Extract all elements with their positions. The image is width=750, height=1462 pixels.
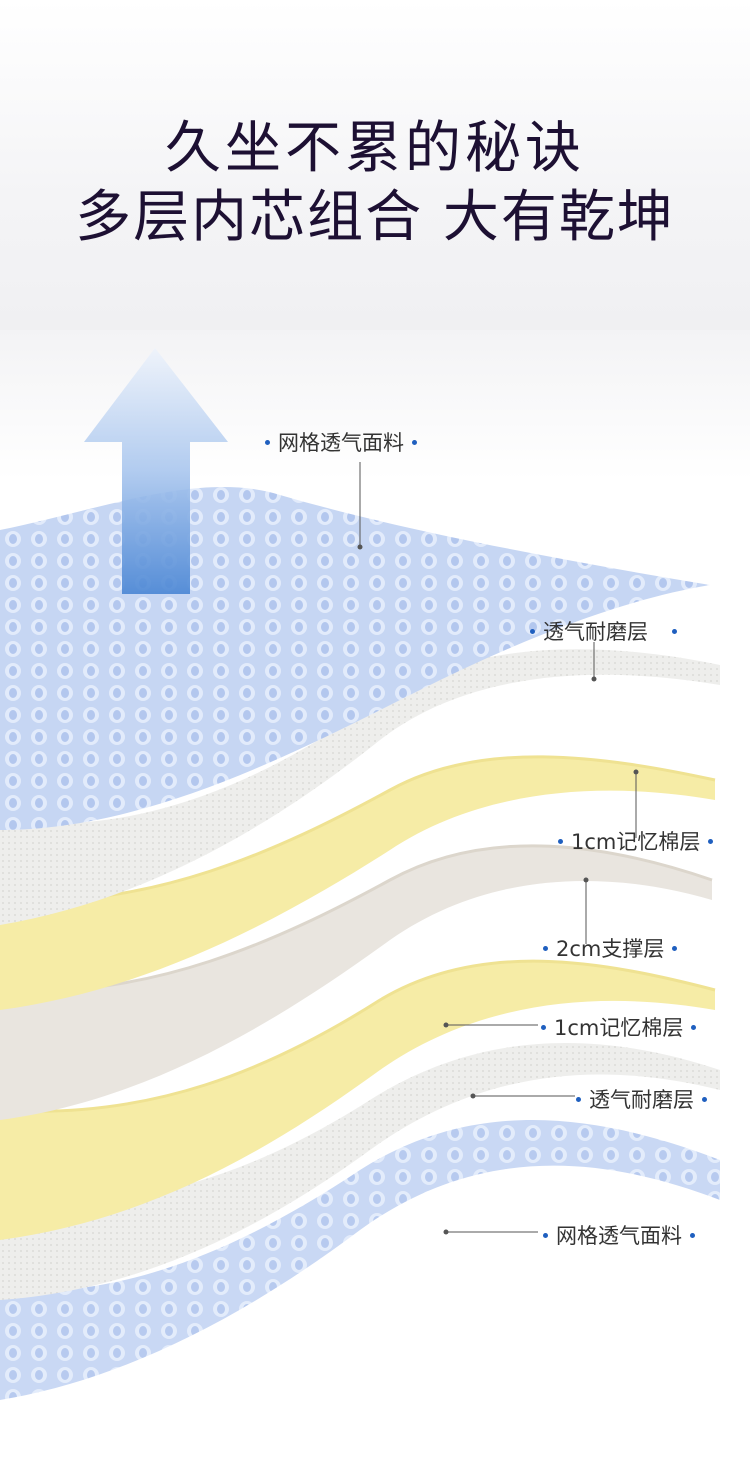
layer-support: [0, 845, 712, 1120]
callout-foam-lower: 1cm记忆棉层: [541, 1012, 697, 1042]
layer-wear-lower: [0, 1042, 720, 1300]
callout-support: 2cm支撑层: [543, 933, 678, 963]
callout-label: 1cm记忆棉层: [571, 830, 701, 854]
layer-foam-upper: [0, 756, 715, 1010]
callout-foam-upper: 1cm记忆棉层: [558, 826, 714, 856]
callout-label: 透气耐磨层: [543, 620, 648, 644]
bullet-dot: [708, 838, 714, 844]
background-top: [0, 0, 750, 330]
callout-label: 1cm记忆棉层: [554, 1016, 684, 1040]
layer-mesh-bottom: [0, 1120, 720, 1400]
bullet-dot: [543, 1232, 548, 1238]
bullet-dot: [543, 945, 548, 951]
bullet-dot: [702, 1096, 707, 1102]
bullet-dot: [690, 1232, 695, 1238]
headline-line-2: 多层内芯组合 大有乾坤: [75, 185, 675, 250]
bullet-dot: [672, 628, 677, 634]
bullet-dot: [530, 628, 535, 634]
bullet-dot: [672, 945, 678, 951]
bullet-dot: [576, 1096, 581, 1102]
callout-label: 网格透气面料: [278, 431, 404, 455]
callout-mesh-top: 网格透气面料: [265, 427, 417, 457]
bullet-dot: [412, 439, 417, 445]
callout-mesh-bottom: 网格透气面料: [543, 1220, 695, 1250]
callout-wear-lower: 透气耐磨层: [576, 1084, 707, 1114]
callout-wear-upper: 透气耐磨层: [530, 616, 677, 646]
bullet-dot: [265, 439, 270, 445]
bullet-dot: [558, 838, 563, 844]
callout-label: 2cm支撑层: [556, 937, 665, 961]
arrow-up-icon: [84, 348, 228, 594]
callout-label: 网格透气面料: [556, 1224, 682, 1248]
bullet-dot: [541, 1024, 546, 1030]
layer-wear-upper: [0, 649, 720, 925]
callout-label: 透气耐磨层: [589, 1088, 694, 1112]
bullet-dot: [691, 1024, 697, 1030]
layer-foam-lower: [0, 961, 715, 1240]
headline-line-1: 久坐不累的秘诀: [165, 116, 585, 181]
